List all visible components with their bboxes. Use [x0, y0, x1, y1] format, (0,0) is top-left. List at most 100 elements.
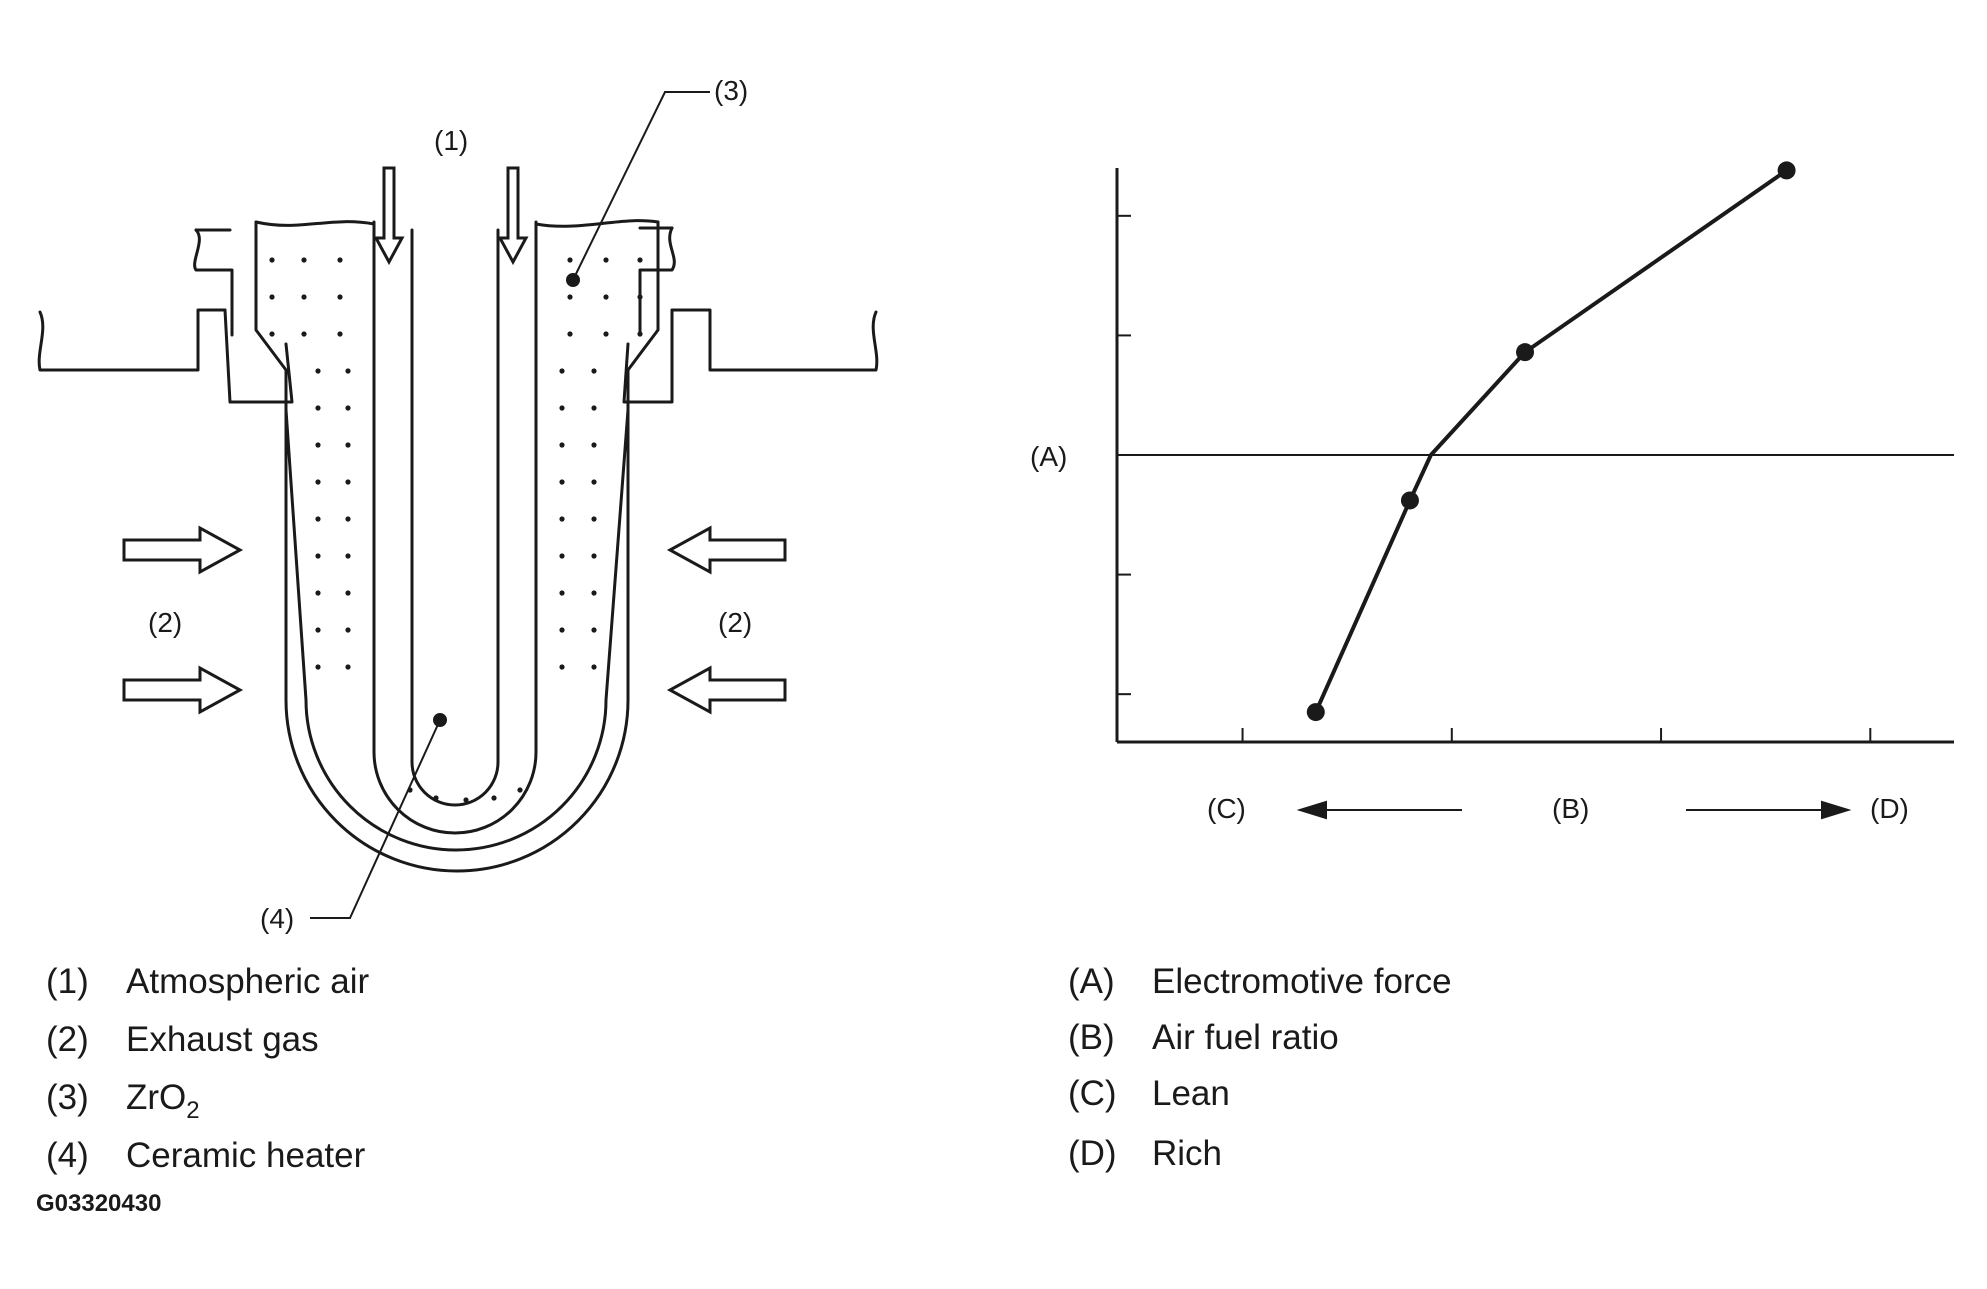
dot — [517, 787, 523, 793]
dot — [591, 442, 597, 448]
data-point — [1306, 703, 1325, 722]
pipe-wall-right — [670, 308, 879, 372]
dot — [433, 795, 439, 801]
dot — [559, 442, 565, 448]
diagram-callouts: (1) (3) (2) (2) (4) — [148, 75, 752, 934]
dot — [637, 331, 643, 337]
dot — [337, 257, 343, 263]
dot — [591, 590, 597, 596]
dot — [559, 368, 565, 374]
dot — [637, 257, 643, 263]
legend-key: (4) — [46, 1136, 89, 1175]
dot — [591, 516, 597, 522]
dot — [567, 331, 573, 337]
callout-3: (3) — [714, 75, 748, 106]
dot — [559, 479, 565, 485]
data-point — [1777, 161, 1796, 180]
dot — [315, 553, 321, 559]
callout-leaders — [310, 91, 710, 919]
dot — [315, 664, 321, 670]
chart: (A) (B) (C) (D) — [1030, 161, 1954, 824]
legend-item: (4) Ceramic heater — [46, 1136, 369, 1194]
legend-text: Electromotive force — [1152, 962, 1452, 1001]
dot — [337, 331, 343, 337]
dot — [559, 664, 565, 670]
legend-key: (D) — [1068, 1134, 1117, 1173]
dot — [345, 368, 351, 374]
series-points — [1306, 161, 1796, 722]
leader-3-dot — [566, 273, 580, 287]
zirconia-element — [254, 220, 660, 873]
legend-key: (A) — [1068, 962, 1115, 1001]
dot — [301, 331, 307, 337]
legend-key: (B) — [1068, 1018, 1115, 1057]
callout-2-right: (2) — [718, 607, 752, 638]
air-arrows — [373, 166, 529, 266]
dot — [345, 442, 351, 448]
figure-code: G03320430 — [36, 1190, 162, 1217]
dot — [591, 405, 597, 411]
dot — [301, 257, 307, 263]
axis-ticks — [1117, 214, 1872, 742]
dot — [591, 368, 597, 374]
dot — [345, 405, 351, 411]
legend-key: (C) — [1068, 1074, 1117, 1113]
dot — [559, 405, 565, 411]
pipe-wall-right-lower — [622, 308, 674, 404]
legend-item: (1) Atmospheric air — [46, 962, 369, 1020]
legend-text: Ceramic heater — [126, 1136, 366, 1175]
dot — [559, 553, 565, 559]
dot — [315, 627, 321, 633]
pipe-wall-left — [37, 308, 227, 372]
protective-shell — [284, 408, 630, 852]
legend-item: (2)Exhaust gas — [46, 1020, 369, 1078]
direction-arrows — [1296, 800, 1852, 820]
legend-text: Air fuel ratio — [1152, 1018, 1339, 1057]
arrow-left-icon — [666, 665, 787, 715]
dot — [567, 257, 573, 263]
dot — [315, 442, 321, 448]
dot — [637, 294, 643, 300]
dot — [559, 516, 565, 522]
dot — [567, 294, 573, 300]
dot — [559, 627, 565, 633]
exhaust-arrows — [122, 525, 787, 715]
dot — [491, 795, 497, 801]
arrow-right-icon — [122, 525, 244, 575]
legend-key: (3) — [46, 1078, 89, 1117]
legend-item: (B) Air fuel ratio — [1068, 1018, 1452, 1074]
data-point — [1400, 491, 1419, 510]
arrow-right-icon — [122, 665, 244, 715]
leader-4 — [310, 719, 441, 919]
legend-text: Atmospheric air — [126, 962, 370, 1001]
legend-text: Exhaust gas — [126, 1020, 319, 1059]
legend-text: Rich — [1152, 1134, 1223, 1173]
arrow-down-icon — [373, 166, 405, 266]
dot — [269, 331, 275, 337]
dot — [603, 257, 609, 263]
dot — [345, 553, 351, 559]
dot — [591, 664, 597, 670]
rich-direction-label: (D) — [1870, 793, 1909, 824]
dot — [345, 664, 351, 670]
dot — [301, 294, 307, 300]
legend-item: (C)Lean — [1068, 1074, 1452, 1134]
callout-1: (1) — [434, 125, 468, 156]
legend-subscript: 2 — [186, 1097, 200, 1124]
dot — [345, 590, 351, 596]
pipe-wall-left-lower — [223, 308, 294, 404]
leader-4-dot — [433, 713, 447, 727]
legend-key: (1) — [46, 962, 89, 1001]
dot — [463, 797, 469, 803]
ceramic-heater-rod — [410, 228, 500, 807]
wavy-top — [254, 219, 660, 228]
mount-left — [193, 228, 234, 337]
legend-text: ZrO — [126, 1078, 187, 1117]
legend-left: (1) Atmospheric air (2)Exhaust gas (3) ZrO… — [46, 962, 369, 1194]
air-chamber — [372, 220, 538, 835]
arrow-left-icon — [1296, 800, 1327, 820]
dot — [591, 553, 597, 559]
dot — [337, 294, 343, 300]
dot — [591, 479, 597, 485]
